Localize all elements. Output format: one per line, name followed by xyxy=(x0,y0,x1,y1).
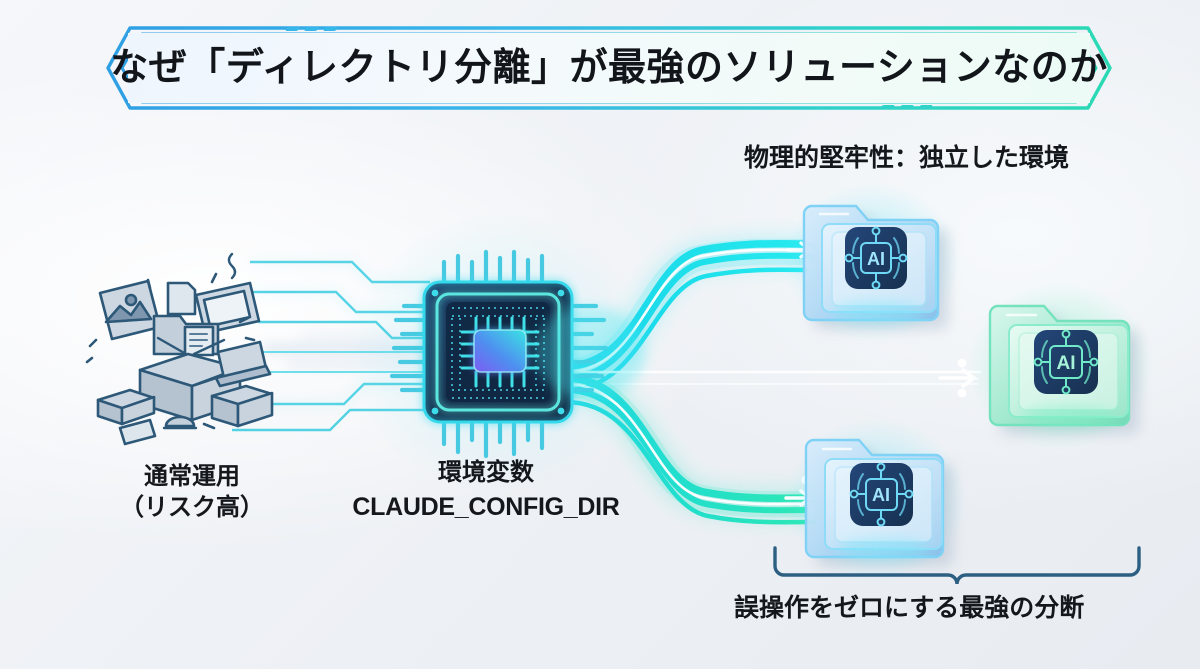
messy-file-cluster xyxy=(85,252,274,446)
ai-folder-bottom: AI xyxy=(786,418,966,582)
label-env-variable-code: CLAUDE_CONFIG_DIR xyxy=(352,492,620,521)
label-env-variable-title: 環境変数 xyxy=(438,459,534,486)
label-physical-robustness: 物理的堅牢性：独立した環境 xyxy=(744,144,1070,172)
banner-dash-accent-bottom xyxy=(879,105,934,109)
page-title: なぜ「ディレクトリ分離」が最強のソリューションなのか xyxy=(110,47,1108,89)
title-panel: なぜ「ディレクトリ分離」が最強のソリューションなのか xyxy=(110,33,1107,103)
banner-dash-accent-top xyxy=(284,27,339,31)
ai-badge-icon: AI xyxy=(1033,329,1099,395)
ai-folder-top: AI xyxy=(784,182,960,342)
ai-badge-icon: AI xyxy=(844,226,908,290)
svg-text:AI: AI xyxy=(1057,353,1076,374)
title-banner: なぜ「ディレクトリ分離」が最強のソリューションなのか xyxy=(100,22,1118,114)
grouping-bracket xyxy=(773,546,1141,585)
ai-folder-right: AI xyxy=(968,282,1152,450)
title-frame-outer xyxy=(100,22,1118,114)
label-env-variable: 環境変数 CLAUDE_CONFIG_DIR xyxy=(336,458,636,523)
ai-badge-icon: AI xyxy=(849,462,914,527)
cpu-chip xyxy=(348,212,648,492)
label-normal-operation: 通常運用 （リスク高） xyxy=(104,462,280,523)
label-normal-operation-line2: （リスク高） xyxy=(120,493,264,521)
svg-text:AI: AI xyxy=(867,249,885,269)
label-normal-operation-line1: 通常運用 xyxy=(144,463,240,490)
svg-text:AI: AI xyxy=(872,485,890,505)
label-zero-misoperation: 誤操作をゼロにする最強の分断 xyxy=(734,594,1085,622)
